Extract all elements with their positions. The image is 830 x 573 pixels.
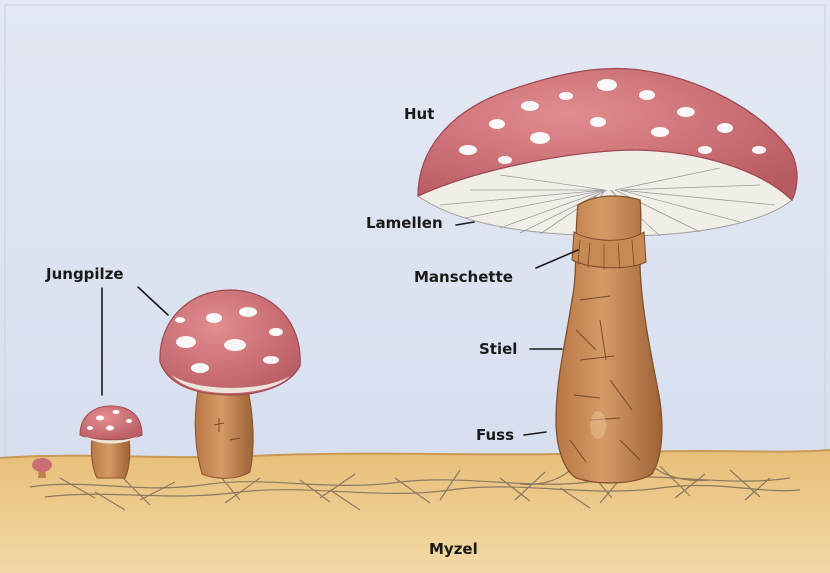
label-stiel: Stiel [479, 340, 517, 358]
label-myzel: Myzel [429, 540, 478, 558]
label-fuss: Fuss [476, 426, 514, 444]
label-lamellen: Lamellen [366, 214, 443, 232]
label-hut: Hut [404, 105, 434, 123]
label-jungpilze: Jungpilze [46, 265, 124, 283]
label-manschette: Manschette [414, 268, 513, 286]
